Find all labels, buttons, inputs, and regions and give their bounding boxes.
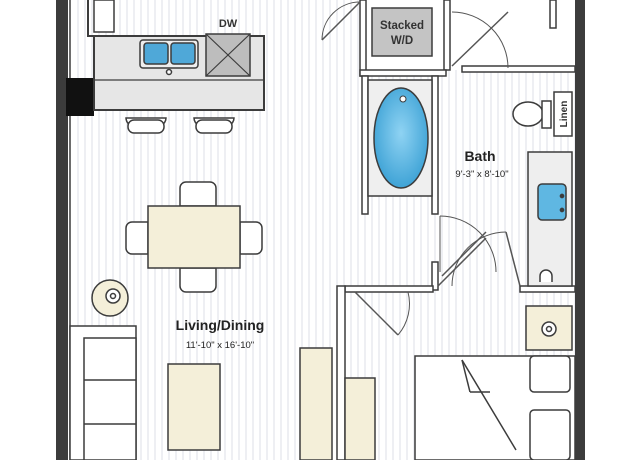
bedroom-door (354, 291, 410, 336)
washer-dryer-label-2: W/D (391, 35, 413, 47)
stacked-washer-dryer: Stacked W/D (321, 1, 509, 69)
toilet (512, 100, 552, 129)
living-dining-label: Living/Dining (176, 317, 265, 333)
dishwasher-label: DW (219, 18, 238, 30)
bar-stools (125, 117, 235, 134)
coffee-table (167, 363, 221, 451)
linen-label: Linen (559, 101, 570, 128)
linen-closet: Linen (553, 91, 573, 137)
vanity (527, 151, 573, 287)
bathtub (367, 79, 433, 197)
bed (414, 355, 576, 460)
dresser (344, 377, 376, 460)
plant (91, 279, 129, 317)
dishwasher: DW (205, 18, 251, 77)
bath-doors (437, 215, 521, 287)
walls (56, 0, 585, 460)
media-console (299, 347, 333, 460)
washer-dryer-label-1: Stacked (380, 20, 424, 32)
bath-label: Bath (464, 148, 495, 164)
sofa (69, 325, 137, 460)
dining-set (125, 181, 263, 293)
living-dining-dimensions: 11'-10" x 16'-10" (186, 340, 254, 351)
kitchen-sink (139, 39, 199, 76)
bath-dimensions: 9'-3" x 8'-10" (455, 169, 508, 180)
nightstand (525, 305, 573, 351)
